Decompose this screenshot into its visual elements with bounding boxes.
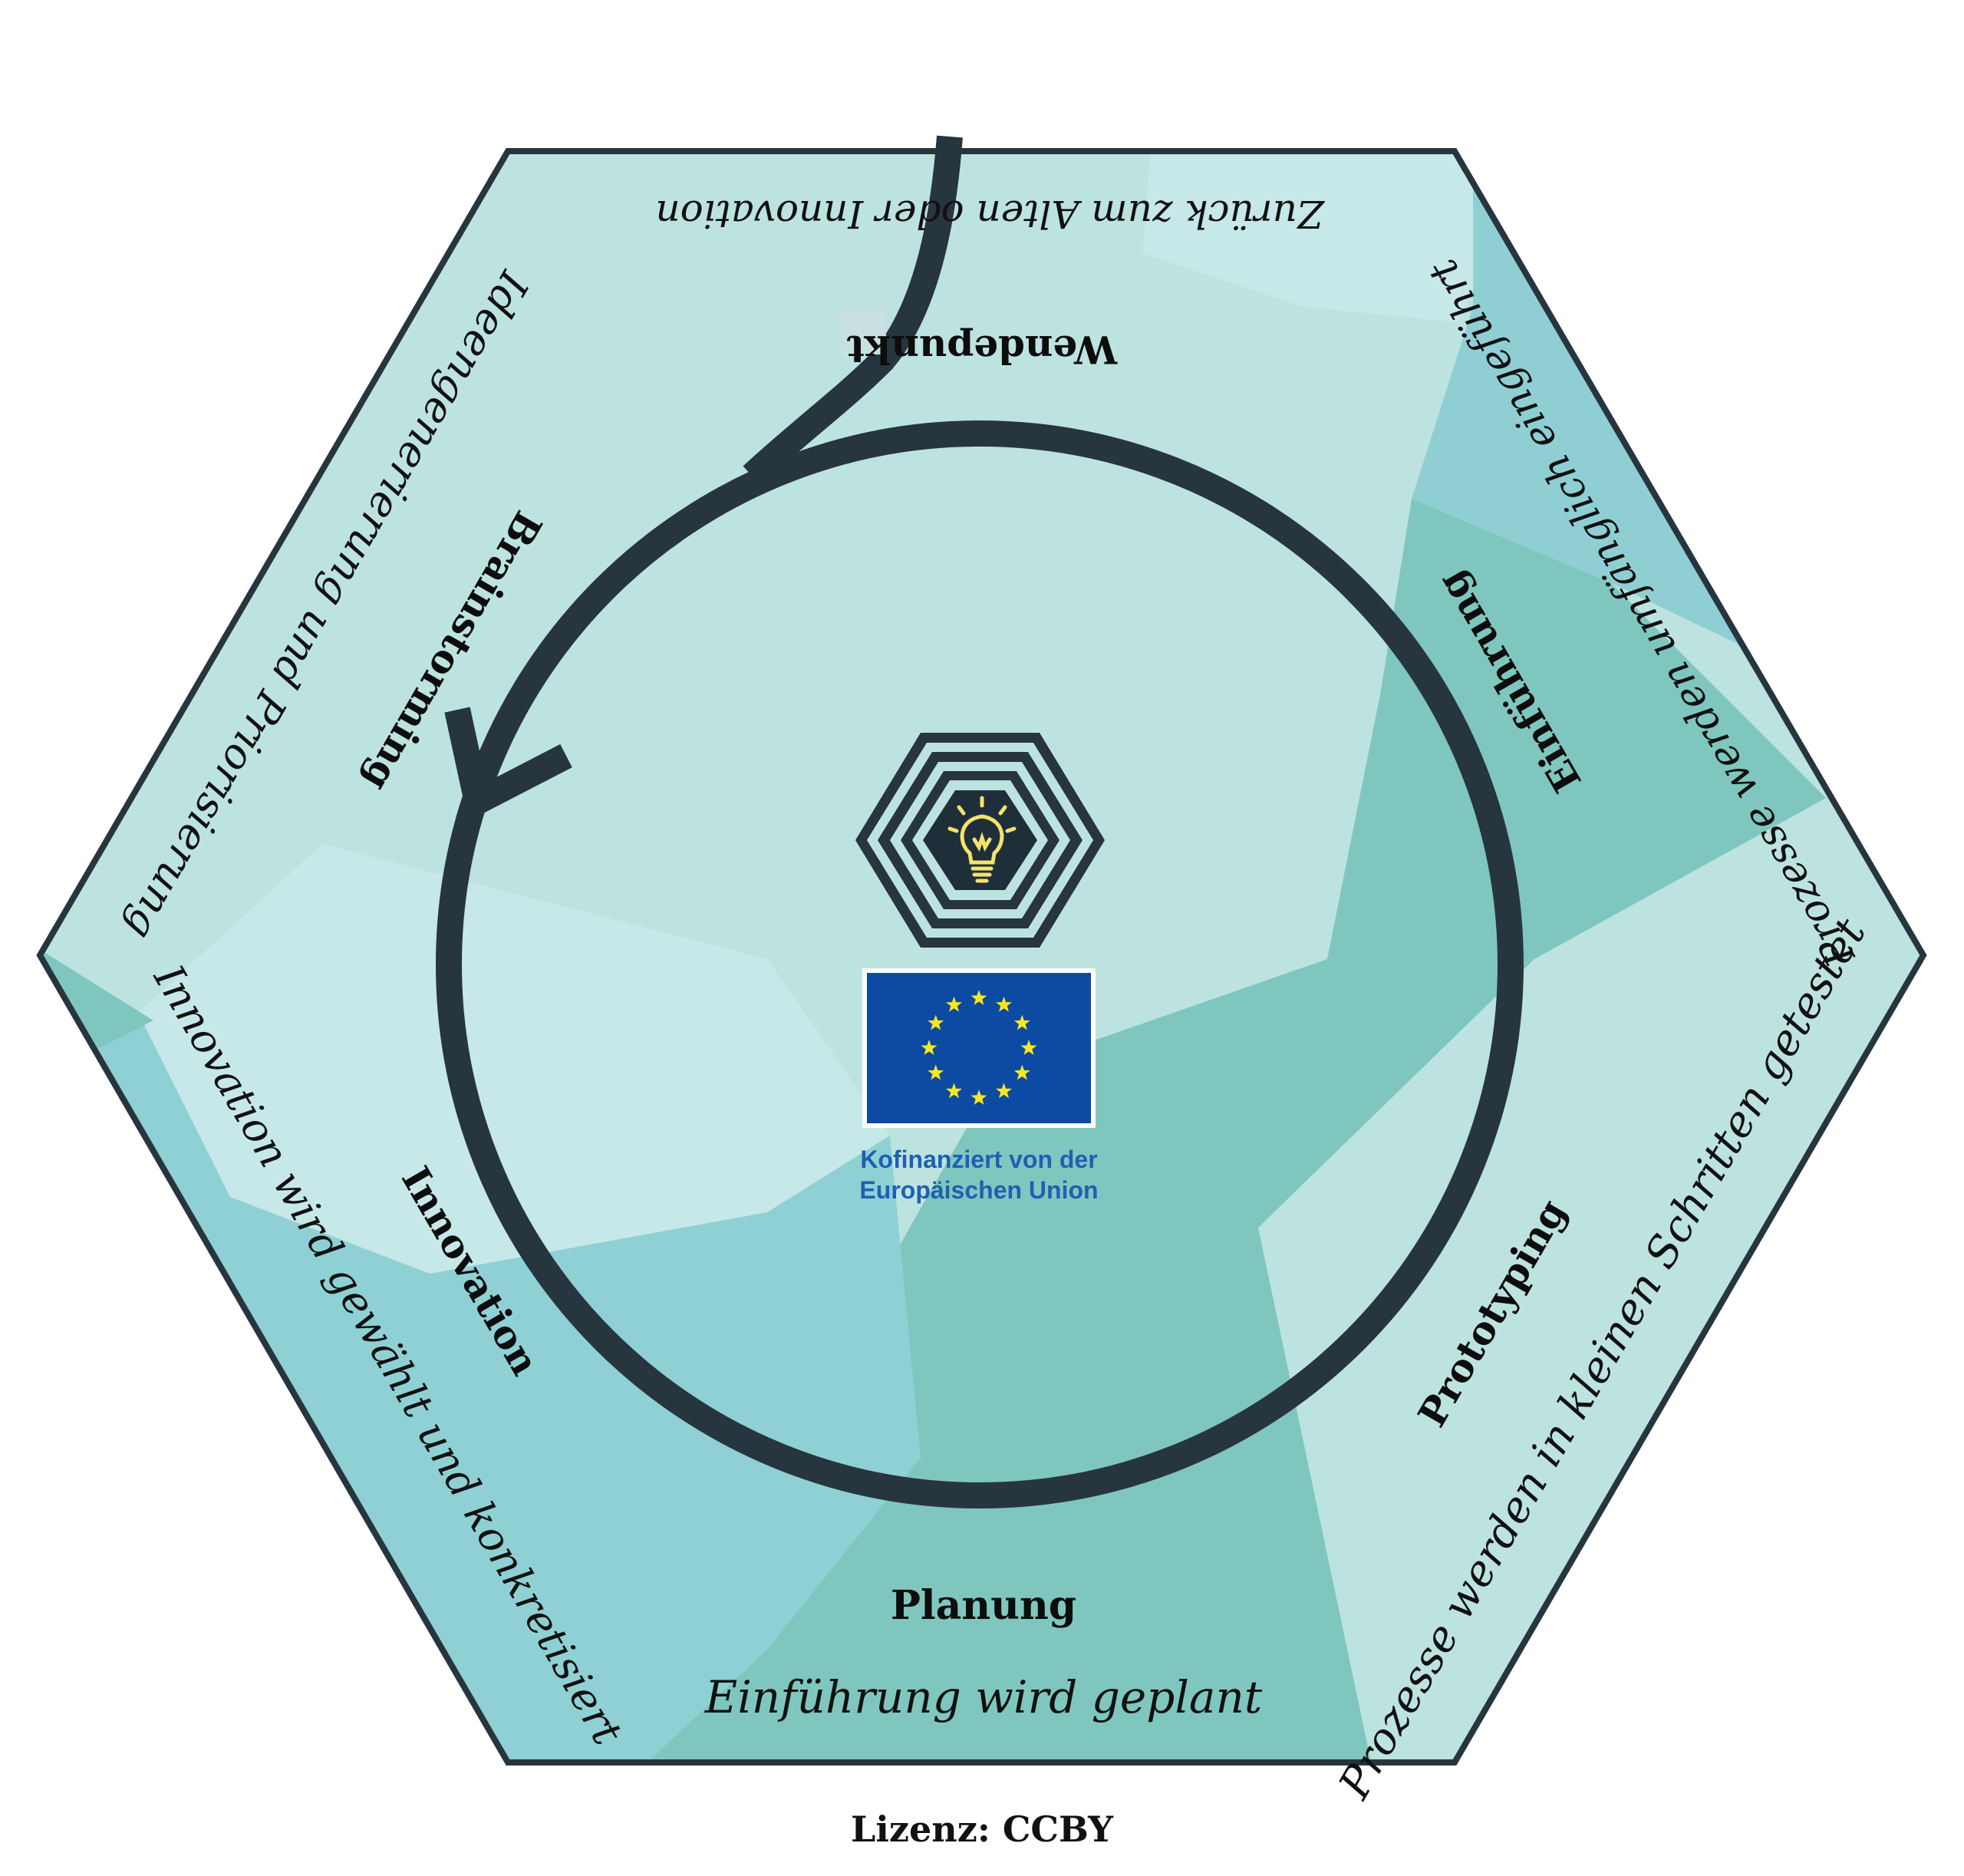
stage-description: Zurück zum Alten oder Innovation (655, 192, 1325, 236)
stage-heading: Wendepunkt (847, 327, 1118, 372)
stage-description: Einführung wird geplant (704, 1671, 1263, 1723)
stage-heading: Planung (891, 1582, 1076, 1629)
cycle-ring (436, 420, 1524, 1508)
eu-star-icon (1013, 1014, 1030, 1030)
eu-star-icon (996, 1083, 1012, 1099)
stage-planung: Planung Einführung wird geplant (704, 1582, 1263, 1723)
eu-caption-line1: Kofinanziert von der (860, 1146, 1097, 1173)
lightbulb-icon (947, 796, 1017, 883)
eu-star-icon (1020, 1040, 1037, 1055)
eu-star-icon (970, 1090, 987, 1105)
eu-star-icon (921, 1040, 938, 1055)
eu-star-icon (996, 996, 1012, 1012)
facet-lower-left-blue (40, 959, 921, 1762)
eu-flag-icon (862, 968, 1096, 1128)
stage-wendepunkt: Wendepunkt Zurück zum Alten oder Innovat… (655, 192, 1325, 372)
hexagon-outline (36, 148, 1927, 1766)
eu-caption-line2: Europäischen Union (859, 1176, 1098, 1204)
eu-star-icon (928, 1064, 944, 1080)
turning-point-path (743, 135, 963, 486)
cycle-arrow-head-icon (444, 707, 572, 822)
eu-star-icon (928, 1014, 944, 1030)
eu-star-icon (1013, 1064, 1030, 1080)
wendepunkt-label-bg (840, 308, 886, 354)
eu-star-icon (946, 1083, 962, 1099)
facet-top-right-pale (1143, 151, 1496, 322)
facet-center-teal (637, 959, 1534, 1762)
facet-right-teal (1327, 499, 1826, 959)
facet-lower-right-pale (1258, 798, 1923, 1762)
eu-star-icon (946, 996, 962, 1012)
facet-left-pale (138, 844, 890, 1274)
license-label: Lizenz: CCBY (851, 1808, 1114, 1850)
center-logo (855, 733, 1105, 948)
eu-star-icon (970, 990, 987, 1005)
eu-star-ring (921, 990, 1037, 1105)
